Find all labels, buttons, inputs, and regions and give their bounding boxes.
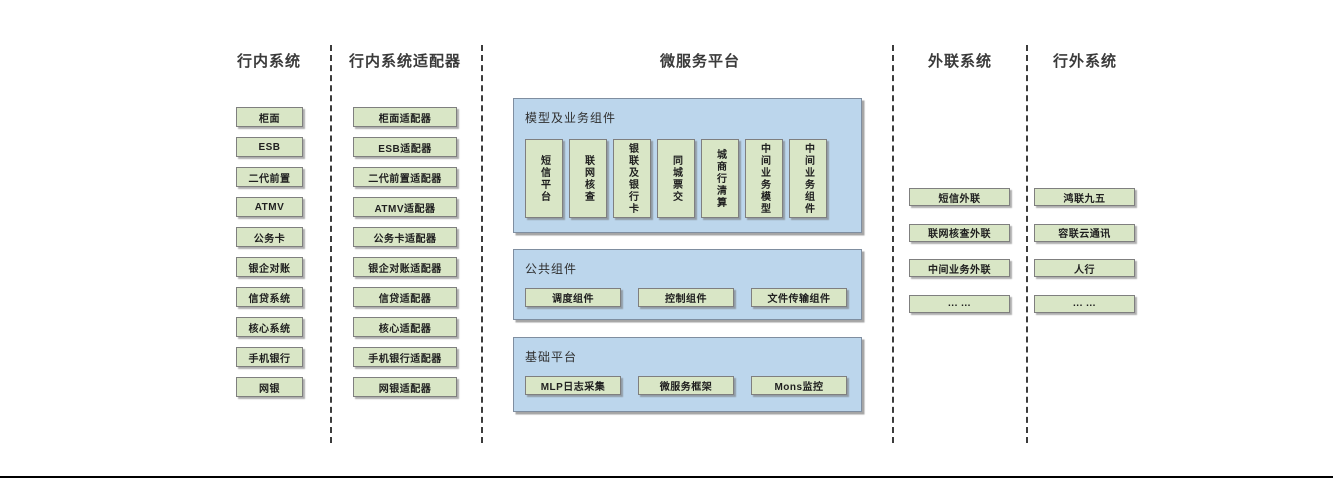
internal-system-box: 柜面 [236,107,303,127]
column-divider [330,45,332,443]
group-title: 基础平台 [525,350,578,364]
outside-system-box: 鸿联九五 [1034,188,1135,206]
internal-adapter-box: 信贷适配器 [353,287,457,307]
internal-systems-list: 柜面 ESB 二代前置 ATMV 公务卡银企对账信贷系统核心系统手机银行网银 [236,107,303,397]
internal-system-box: ESB [236,137,303,157]
column-header-internal-adapters: 行内系统适配器 [348,53,461,70]
bottom-rule [0,476,1333,478]
internal-adapter-box: 核心适配器 [353,317,457,337]
internal-system-box: 二代前置 [236,167,303,187]
external-link-systems-list: 短信外联联网核查外联中间业务外联 ... ... [909,188,1010,313]
external-link-box: 中间业务外联 [909,259,1010,277]
internal-adapter-box: 柜面适配器 [353,107,457,127]
base-platform-box: 微服务框架 [638,376,734,395]
business-component-box: 联网核查 [569,139,607,218]
outside-system-box: 人行 [1034,259,1135,277]
common-component-box: 文件传输组件 [751,288,847,307]
base-platform-list: MLP日志采集微服务框架 Mons监控 [525,376,847,395]
business-component-box: 中间业务模型 [745,139,783,218]
group-base-platform: 基础平台 MLP日志采集微服务框架 Mons监控 [513,337,862,412]
business-component-box: 短信平台 [525,139,563,218]
business-component-box: 银联及银行卡 [613,139,651,218]
business-component-box: 同城票交 [657,139,695,218]
internal-adapter-box: ESB适配器 [353,137,457,157]
column-header-microservice-platform: 微服务平台 [659,53,740,70]
base-platform-box: Mons监控 [751,376,847,395]
internal-adapter-box: 银企对账适配器 [353,257,457,277]
external-link-box: 联网核查外联 [909,223,1010,242]
column-divider [892,45,894,443]
internal-adapters-list: 柜面适配器 ESB适配器二代前置适配器 ATMV适配器公务卡适配器银企对账适配器信贷… [353,107,457,397]
internal-adapter-box: ATMV适配器 [353,197,457,217]
internal-system-box: 网银 [236,377,303,397]
column-header-external-link-systems: 外联系统 [927,53,992,70]
column-header-outside-systems: 行外系统 [1052,53,1117,70]
column-header-internal-systems: 行内系统 [236,53,301,70]
base-platform-box: MLP日志采集 [525,376,621,395]
internal-system-box: ATMV [236,197,303,217]
common-components-list: 调度组件控制组件文件传输组件 [525,288,847,307]
internal-adapter-box: 手机银行适配器 [353,347,457,367]
column-divider [1026,45,1028,443]
model-business-components-list: 短信平台联网核查银联及银行卡同城票交城商行清算中间业务模型中间业务组件 [525,139,827,218]
internal-system-box: 信贷系统 [236,287,303,307]
group-common-components: 公共组件 调度组件控制组件文件传输组件 [513,249,862,320]
group-title: 公共组件 [525,262,578,276]
internal-adapter-box: 网银适配器 [353,377,457,397]
external-link-box: 短信外联 [909,188,1010,206]
column-divider [481,45,483,443]
outside-system-box: 容联云通讯 [1034,223,1135,242]
internal-adapter-box: 公务卡适配器 [353,227,457,247]
outside-systems-list: 鸿联九五容联云通讯人行 ... ... [1034,188,1135,313]
common-component-box: 控制组件 [638,288,734,307]
business-component-box: 城商行清算 [701,139,739,218]
group-title: 模型及业务组件 [525,111,617,125]
internal-adapter-box: 二代前置适配器 [353,167,457,187]
common-component-box: 调度组件 [525,288,621,307]
internal-system-box: 银企对账 [236,257,303,277]
internal-system-box: 手机银行 [236,347,303,367]
external-link-box: ... ... [909,294,1010,313]
internal-system-box: 核心系统 [236,317,303,337]
internal-system-box: 公务卡 [236,227,303,247]
outside-system-box: ... ... [1034,294,1135,313]
group-model-business-components: 模型及业务组件 短信平台联网核查银联及银行卡同城票交城商行清算中间业务模型中间业… [513,98,862,233]
business-component-box: 中间业务组件 [789,139,827,218]
